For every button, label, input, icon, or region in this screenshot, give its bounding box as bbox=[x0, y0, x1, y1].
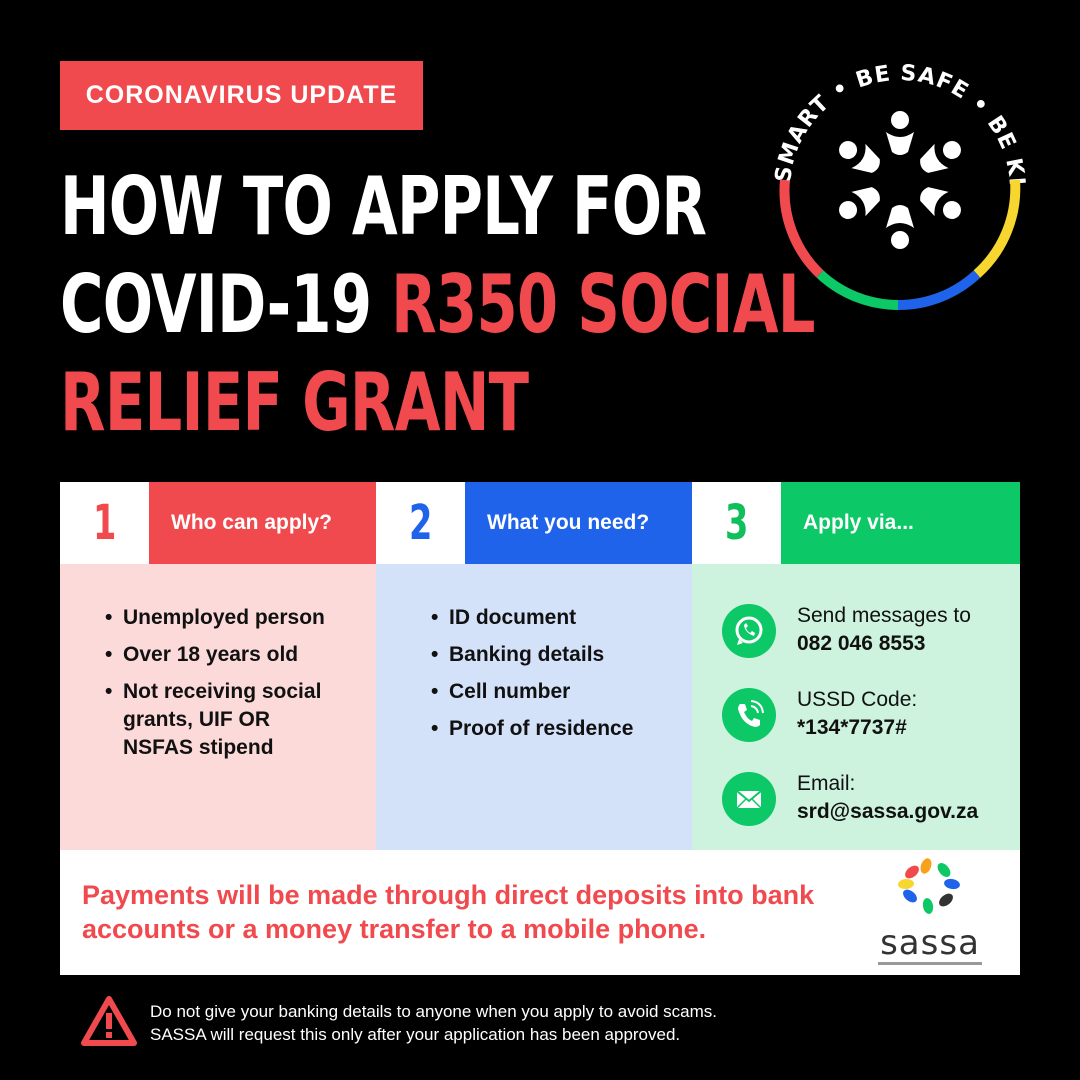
whatsapp-channel: Send messages to 082 046 8553 bbox=[722, 602, 971, 658]
list-item: Banking details bbox=[431, 641, 671, 669]
coronavirus-update-tag: CORONAVIRUS UPDATE bbox=[60, 61, 423, 130]
sassa-wordmark: sassa bbox=[880, 923, 980, 963]
ussd-text: USSD Code: *134*7737# bbox=[797, 686, 917, 742]
step-1-title: Who can apply? bbox=[149, 482, 376, 564]
page-title: HOW TO APPLY FOR COVID-19 R350 SOCIAL RE… bbox=[60, 158, 816, 452]
step-2-header: 2 What you need? bbox=[376, 482, 692, 564]
email-text: Email: srd@sassa.gov.za bbox=[797, 770, 978, 826]
warning-text: Do not give your banking details to anyo… bbox=[150, 1000, 717, 1046]
step-2-column: 2 What you need? ID document Banking det… bbox=[376, 482, 692, 850]
list-item: Unemployed person bbox=[105, 604, 345, 632]
step-1-header: 1 Who can apply? bbox=[60, 482, 376, 564]
ussd-channel: USSD Code: *134*7737# bbox=[722, 686, 917, 742]
warning-icon bbox=[81, 996, 137, 1046]
payment-notice-panel: Payments will be made through direct dep… bbox=[60, 850, 1020, 975]
warning-line-1: Do not give your banking details to anyo… bbox=[150, 1002, 718, 1021]
warning-line-2: SASSA will request this only after your … bbox=[150, 1025, 681, 1044]
scam-warning: Do not give your banking details to anyo… bbox=[80, 995, 980, 1050]
email-address[interactable]: srd@sassa.gov.za bbox=[797, 800, 979, 823]
title-line-2: COVID-19 R350 SOCIAL bbox=[60, 256, 816, 354]
whatsapp-icon bbox=[722, 604, 776, 658]
list-item: Not receiving social grants, UIF OR NSFA… bbox=[105, 678, 345, 762]
step-1-column: 1 Who can apply? Unemployed person Over … bbox=[60, 482, 376, 850]
title-line-1: HOW TO APPLY FOR bbox=[60, 160, 707, 253]
sassa-hands-icon bbox=[898, 858, 960, 914]
requirements-list: ID document Banking details Cell number … bbox=[431, 604, 671, 752]
step-3-column: 3 Apply via... Send messages to 082 046 … bbox=[692, 482, 1020, 850]
email-channel: Email: srd@sassa.gov.za bbox=[722, 770, 978, 826]
step-2-number: 2 bbox=[376, 482, 465, 564]
step-1-number: 1 bbox=[60, 482, 149, 564]
email-icon bbox=[722, 772, 776, 826]
steps-panel: 1 Who can apply? Unemployed person Over … bbox=[60, 482, 1020, 850]
payment-notice: Payments will be made through direct dep… bbox=[82, 880, 815, 944]
whatsapp-number[interactable]: 082 046 8553 bbox=[797, 632, 926, 655]
phone-icon bbox=[722, 688, 776, 742]
list-item: Cell number bbox=[431, 678, 671, 706]
step-2-title: What you need? bbox=[465, 482, 692, 564]
be-smart-badge-logo: BE SMART • BE SAFE • BE KIND bbox=[770, 60, 1028, 311]
step-1-body: Unemployed person Over 18 years old Not … bbox=[60, 564, 376, 850]
eligibility-list: Unemployed person Over 18 years old Not … bbox=[105, 604, 345, 771]
list-item: Proof of residence bbox=[431, 715, 671, 743]
sassa-logo: sassa bbox=[870, 856, 990, 971]
title-line-2-white: COVID-19 bbox=[60, 258, 392, 351]
step-2-body: ID document Banking details Cell number … bbox=[376, 564, 692, 850]
ussd-code[interactable]: *134*7737# bbox=[797, 716, 907, 739]
step-3-number: 3 bbox=[692, 482, 781, 564]
title-line-2-red: R350 SOCIAL bbox=[391, 258, 815, 351]
whatsapp-text: Send messages to 082 046 8553 bbox=[797, 602, 971, 658]
list-item: Over 18 years old bbox=[105, 641, 345, 669]
sassa-tagline-line bbox=[878, 962, 982, 965]
step-3-body: Send messages to 082 046 8553 USSD Code:… bbox=[692, 564, 1020, 850]
step-3-header: 3 Apply via... bbox=[692, 482, 1020, 564]
title-line-3: RELIEF GRANT bbox=[60, 356, 529, 449]
step-3-title: Apply via... bbox=[781, 482, 1020, 564]
list-item: ID document bbox=[431, 604, 671, 632]
